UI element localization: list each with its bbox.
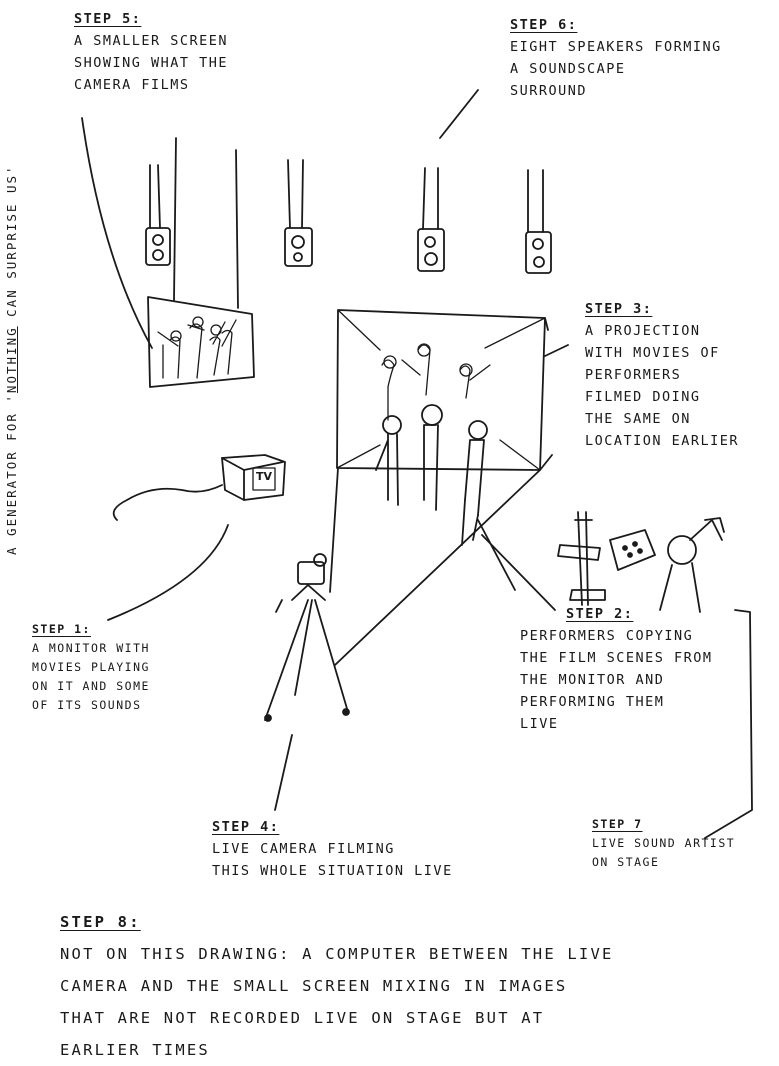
step3-line-4: FILMED DOING: [585, 386, 739, 408]
step4-line-2: THIS WHOLE SITUATION LIVE: [212, 860, 453, 882]
stage-floor: [330, 468, 540, 665]
step6-line-2: A SOUNDSCAPE: [510, 58, 722, 80]
small-screen: [148, 138, 254, 387]
step2-line-5: LIVE: [520, 713, 713, 735]
step4-label: STEP 4: LIVE CAMERA FILMING THIS WHOLE S…: [212, 816, 453, 882]
step7-line-1: LIVE SOUND ARTIST: [592, 834, 735, 853]
step2-line-1: PERFORMERS COPYING: [520, 625, 713, 647]
step7-heading: STEP 7: [592, 815, 643, 834]
step5-line-3: CAMERA FILMS: [74, 74, 228, 96]
step5-line-1: A SMALLER SCREEN: [74, 30, 228, 52]
sound-artist: [558, 512, 724, 612]
step8-line-4: EARLIER TIMES: [60, 1034, 614, 1066]
step8-heading: STEP 8:: [60, 906, 141, 938]
speaker-3: [418, 168, 444, 271]
step3-heading: STEP 3:: [585, 298, 652, 320]
step2-line-4: PERFORMING THEM: [520, 691, 713, 713]
step2-heading: STEP 2:: [566, 603, 633, 625]
step8-line-3: THAT ARE NOT RECORDED LIVE ON STAGE BUT …: [60, 1002, 614, 1034]
vertical-caption-suffix: CAN SURPRISE US': [4, 164, 19, 326]
live-performers: [376, 405, 487, 545]
step5-label: STEP 5: A SMALLER SCREEN SHOWING WHAT TH…: [74, 8, 228, 96]
step3-line-1: A PROJECTION: [585, 320, 739, 342]
step7-label: STEP 7 LIVE SOUND ARTIST ON STAGE: [592, 815, 735, 872]
step8-line-2: CAMERA AND THE SMALL SCREEN MIXING IN IM…: [60, 970, 614, 1002]
speaker-array: [146, 160, 551, 273]
projection-screen: [337, 310, 552, 470]
step6-heading: STEP 6:: [510, 14, 577, 36]
step3-line-5: THE SAME ON: [585, 408, 739, 430]
step1-line-2: MOVIES PLAYING: [32, 658, 150, 677]
step2-line-3: THE MONITOR AND: [520, 669, 713, 691]
step3-line-6: LOCATION EARLIER: [585, 430, 739, 452]
step8-line-1: NOT ON THIS DRAWING: A COMPUTER BETWEEN …: [60, 938, 614, 970]
step5-heading: STEP 5:: [74, 8, 141, 30]
monitor: [114, 455, 285, 520]
camera-tripod: [265, 554, 349, 721]
step4-heading: STEP 4:: [212, 816, 279, 838]
vertical-caption: A GENERATOR FOR 'NOTHING CAN SURPRISE US…: [4, 164, 19, 555]
step6-label: STEP 6: EIGHT SPEAKERS FORMING A SOUNDSC…: [510, 14, 722, 102]
step3-label: STEP 3: A PROJECTION WITH MOVIES OF PERF…: [585, 298, 739, 452]
step1-line-4: OF ITS SOUNDS: [32, 696, 150, 715]
step1-line-1: A MONITOR WITH: [32, 639, 150, 658]
step2-line-2: THE FILM SCENES FROM: [520, 647, 713, 669]
speaker-2: [285, 160, 312, 266]
step6-line-1: EIGHT SPEAKERS FORMING: [510, 36, 722, 58]
monitor-screen-text: TV: [256, 470, 272, 483]
step1-line-3: ON IT AND SOME: [32, 677, 150, 696]
step2-label: STEP 2: PERFORMERS COPYING THE FILM SCEN…: [520, 603, 713, 735]
step1-label: STEP 1: A MONITOR WITH MOVIES PLAYING ON…: [32, 620, 150, 715]
step3-line-3: PERFORMERS: [585, 364, 739, 386]
speaker-4: [526, 170, 551, 273]
speaker-1: [146, 165, 170, 265]
vertical-caption-underlined: NOTHING: [4, 326, 19, 393]
vertical-caption-prefix: A GENERATOR FOR ': [4, 393, 19, 555]
step7-line-2: ON STAGE: [592, 853, 735, 872]
step5-line-2: SHOWING WHAT THE: [74, 52, 228, 74]
step8-label: STEP 8: NOT ON THIS DRAWING: A COMPUTER …: [60, 906, 614, 1066]
step6-line-3: SURROUND: [510, 80, 722, 102]
step4-line-1: LIVE CAMERA FILMING: [212, 838, 453, 860]
step3-line-2: WITH MOVIES OF: [585, 342, 739, 364]
step1-heading: STEP 1:: [32, 620, 91, 639]
